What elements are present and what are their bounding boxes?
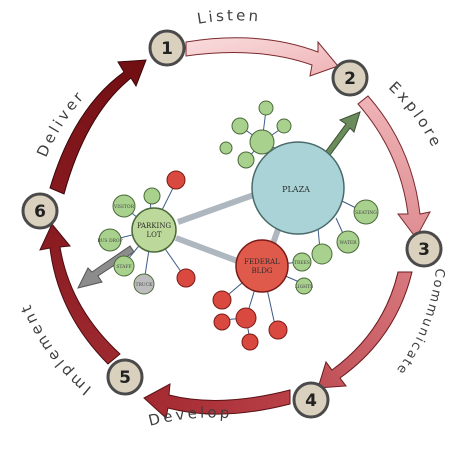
bubble-parking-red-a [166, 170, 186, 190]
arrow-communicate-to-develop [317, 271, 413, 389]
step-number-2: 2 [344, 69, 356, 89]
step-nodes: 1 2 3 4 5 6 [21, 29, 443, 419]
bubble-fed-e [268, 320, 288, 340]
bubble-plaza-c [311, 243, 333, 265]
step-node-4: 4 [292, 381, 330, 419]
bubble-plaza-b [336, 230, 360, 254]
small-label-visitor: VISITOR [113, 204, 135, 210]
bubble-top-a [231, 117, 249, 135]
federal-building-bubble [235, 239, 289, 293]
step-node-3: 3 [405, 230, 443, 268]
cycle-arrows [39, 37, 431, 419]
bubble-fed-a [212, 290, 232, 310]
small-label-bus: BUS DROP [97, 238, 122, 244]
bubble-top-e [219, 141, 233, 155]
small-label-trees: TREES [294, 260, 310, 266]
bubble-fed-c [213, 313, 231, 331]
bubble-fed-f [292, 252, 312, 272]
small-label-water: WATER [339, 240, 357, 246]
step-node-2: 2 [331, 59, 369, 97]
step-number-3: 3 [418, 240, 430, 260]
federal-label-line1: FEDERAL [244, 258, 280, 266]
parking-lot-bubble [131, 207, 177, 253]
arrow-deliver-to-listen [49, 59, 147, 195]
bubble-top-b [258, 100, 274, 116]
bubble-fed-d [241, 333, 259, 351]
step-labels: Listen Explore Communicate Develop Imple… [16, 6, 445, 430]
parking-label-line2: LOT [146, 231, 161, 239]
step-number-6: 6 [34, 202, 46, 222]
plaza-bubble [251, 141, 345, 235]
bubble-top-c [276, 118, 292, 134]
step-node-1: 1 [148, 29, 186, 67]
step-number-5: 5 [119, 368, 131, 388]
federal-satellites [212, 252, 313, 351]
bubble-parking-red-b [176, 268, 196, 288]
step-node-5: 5 [106, 358, 144, 396]
step-node-6: 6 [21, 192, 59, 230]
step-number-1: 1 [161, 39, 173, 59]
bubble-top-d [237, 151, 255, 169]
small-label-truck: TRUCK [136, 282, 154, 288]
bubble-fed-g [295, 277, 313, 295]
arrow-explore-to-communicate [357, 95, 431, 239]
bubble-fed-b [235, 307, 257, 329]
small-label-staff: STAFF [116, 264, 131, 270]
bubble-staff [113, 255, 135, 277]
bubble-truck [133, 273, 155, 295]
arrow-develop-to-implement [143, 383, 291, 419]
site-sketch: PLAZA SEATING WATER PARKING LOT VISITOR … [77, 100, 379, 351]
arrow-listen-to-explore [185, 37, 339, 77]
bubble-bus [98, 228, 122, 252]
bubble-parking-top [143, 187, 161, 205]
label-listen: Listen [196, 6, 262, 28]
step-number-4: 4 [305, 391, 317, 411]
bubble-plaza-a [353, 199, 379, 225]
plaza-label: PLAZA [282, 185, 310, 194]
arrow-implement-to-deliver [39, 223, 121, 365]
parking-label-line1: PARKING [137, 222, 172, 230]
small-label-seating: SEATING [355, 210, 377, 216]
bubble-visitor [112, 194, 136, 218]
parking-satellites [98, 170, 196, 295]
small-label-lights: LIGHTS [295, 284, 313, 290]
federal-label-line2: BLDG [252, 267, 273, 275]
bubble-top-hub [249, 129, 275, 155]
plaza-satellites [311, 199, 379, 265]
